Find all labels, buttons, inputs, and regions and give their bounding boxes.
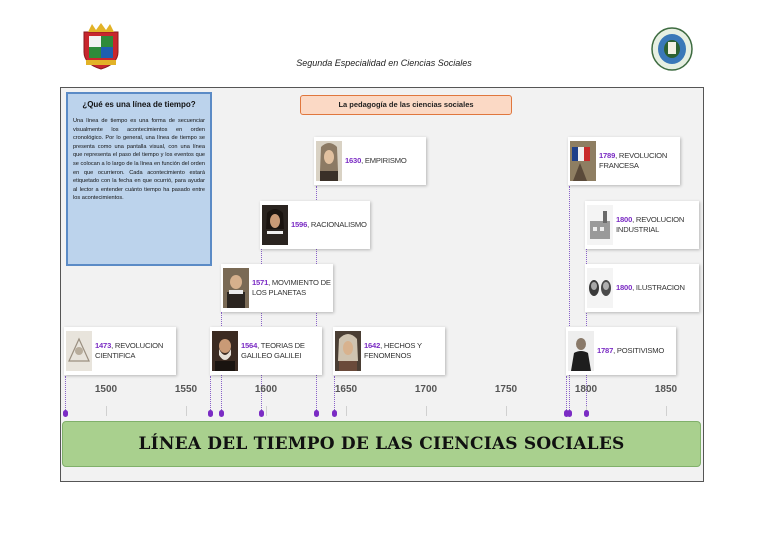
galileo-portrait (212, 331, 238, 371)
event-year: 1564 (241, 341, 258, 350)
definition-title: ¿Qué es una línea de tiempo? (82, 100, 196, 109)
event-marker (63, 410, 68, 417)
event-title: TEORIAS DE GALILEO GALILEI (241, 341, 305, 360)
event-marker (219, 410, 224, 417)
institution-seal-logo (651, 27, 693, 71)
axis-tick (266, 406, 267, 416)
newton-portrait (335, 331, 361, 371)
pedagogy-label: La pedagogía de las ciencias sociales (300, 95, 512, 115)
header-subtitle: Segunda Especialidad en Ciencias Sociale… (296, 58, 472, 68)
enlightenment-portraits (587, 268, 613, 308)
axis-tick (506, 406, 507, 416)
event-marker (332, 410, 337, 417)
connector-line (569, 186, 570, 412)
axis-tick (666, 406, 667, 416)
event-card: 1800, REVOLUCION INDUSTRIAL (585, 201, 699, 249)
event-marker (208, 410, 213, 417)
axis-tick-label: 1750 (494, 384, 518, 395)
axis-tick (346, 406, 347, 416)
event-card: 1642, HECHOS Y FENOMENOS (333, 327, 445, 375)
axis-tick-label: 1850 (654, 384, 678, 395)
event-card: 1630, EMPIRISMO (314, 137, 426, 185)
comte-portrait (568, 331, 594, 371)
axis-tick-label: 1500 (94, 384, 118, 395)
event-marker (567, 410, 572, 417)
event-year: 1473 (95, 341, 112, 350)
event-year: 1787 (597, 346, 614, 355)
event-card: 1789, REVOLUCION FRANCESA (568, 137, 680, 185)
axis-tick-label: 1700 (414, 384, 438, 395)
university-crest-logo (83, 23, 119, 70)
connector-line (334, 376, 335, 412)
event-card: 1787, POSITIVISMO (566, 327, 676, 375)
axis-tick-label: 1600 (254, 384, 278, 395)
definition-text: Una línea de tiempo es una forma de secu… (73, 118, 205, 202)
event-year: 1642 (364, 341, 381, 350)
connector-line (210, 376, 211, 412)
descartes-portrait (262, 205, 288, 245)
event-year: 1800 (616, 215, 633, 224)
scientific-revolution-image (66, 331, 92, 371)
event-marker (314, 410, 319, 417)
event-title: ILUSTRACION (635, 283, 685, 292)
event-card: 1800, ILUSTRACION (585, 264, 699, 312)
event-year: 1789 (599, 151, 616, 160)
event-marker (259, 410, 264, 417)
event-title: EMPIRISMO (364, 156, 407, 165)
event-card: 1564, TEORIAS DE GALILEO GALILEI (210, 327, 322, 375)
timeline-definition-box: ¿Qué es una línea de tiempo? Una línea d… (66, 92, 212, 266)
axis-tick (426, 406, 427, 416)
axis-tick-label: 1650 (334, 384, 358, 395)
axis-tick-label: 1550 (174, 384, 198, 395)
event-title: POSITIVISMO (616, 346, 665, 355)
locke-portrait (316, 141, 342, 181)
connector-line (65, 376, 66, 412)
event-year: 1596 (291, 220, 308, 229)
event-year: 1571 (252, 278, 269, 287)
event-marker (584, 410, 589, 417)
industrial-revolution-image (587, 205, 613, 245)
event-card: 1473, REVOLUCION CIENTIFICA (64, 327, 176, 375)
event-year: 1800 (616, 283, 633, 292)
event-title: HECHOS Y FENOMENOS (364, 341, 422, 360)
event-title: REVOLUCION CIENTIFICA (95, 341, 164, 360)
event-card: 1596, RACIONALISMO (260, 201, 370, 249)
timeline-title-banner: LÍNEA DEL TIEMPO DE LAS CIENCIAS SOCIALE… (62, 421, 701, 467)
axis-tick-label: 1800 (574, 384, 598, 395)
event-marker (564, 410, 569, 417)
event-title: REVOLUCION FRANCESA (599, 151, 668, 170)
axis-tick (186, 406, 187, 416)
axis-tick (106, 406, 107, 416)
connector-line (566, 376, 567, 412)
event-title: REVOLUCION INDUSTRIAL (616, 215, 685, 234)
event-title: MOVIMIENTO DE LOS PLANETAS (252, 278, 331, 297)
event-title: RACIONALISMO (310, 220, 367, 229)
event-year: 1630 (345, 156, 362, 165)
french-revolution-painting (570, 141, 596, 181)
kepler-portrait (223, 268, 249, 308)
event-card: 1571, MOVIMIENTO DE LOS PLANETAS (221, 264, 333, 312)
